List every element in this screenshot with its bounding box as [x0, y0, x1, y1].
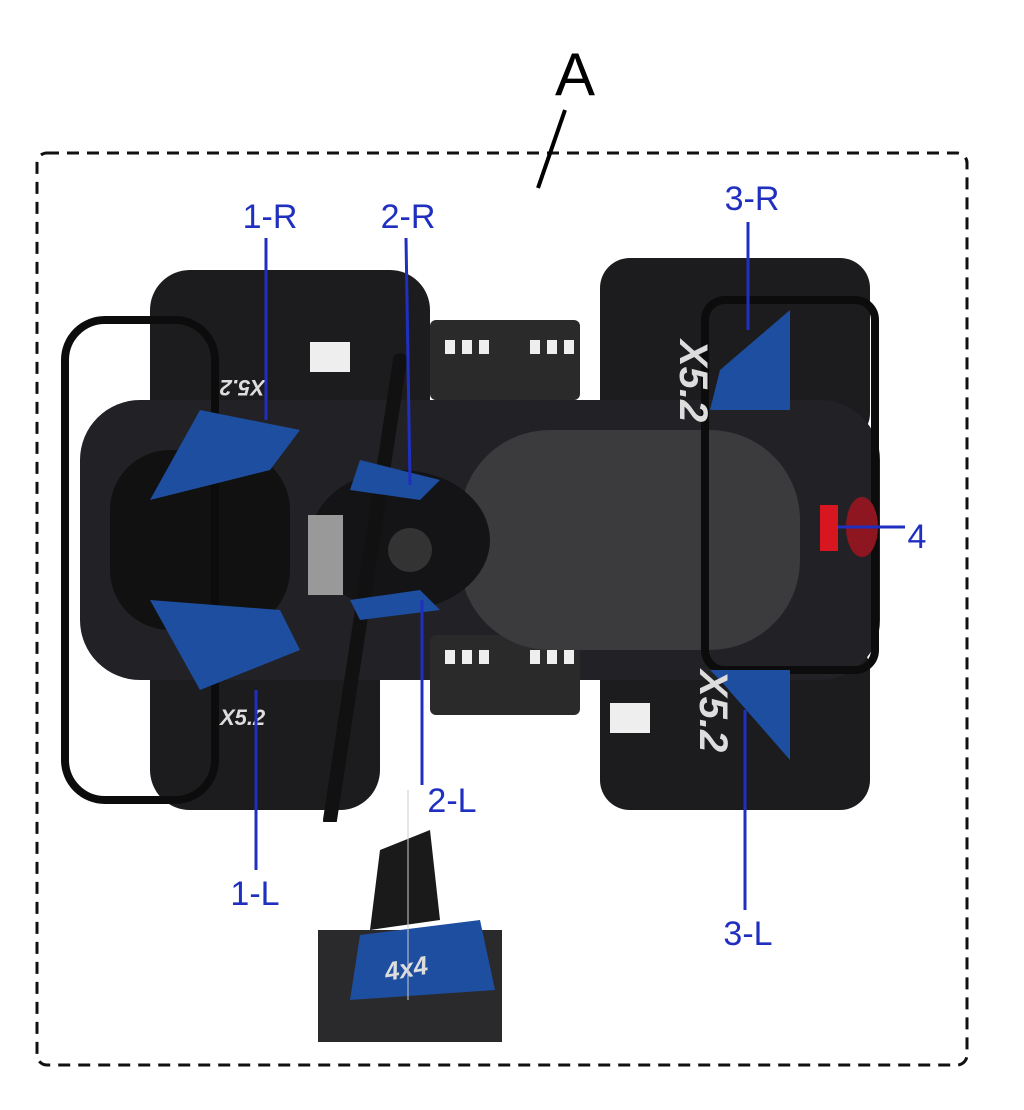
- rear-left-fender: [600, 640, 870, 810]
- callout-3r: 3-R: [725, 180, 780, 330]
- callout-1r: 1-R: [243, 198, 298, 420]
- view-a-frame: [35, 151, 969, 1067]
- svg-text:1-L: 1-L: [230, 875, 279, 913]
- decal-2l: [350, 590, 440, 620]
- svg-text:2-R: 2-R: [381, 198, 436, 236]
- callout-2r: 2-R: [381, 198, 436, 486]
- atv-body: X5.2 X5.2 X5.2 X5.2: [61, 258, 880, 827]
- svg-text:X5.2: X5.2: [671, 338, 715, 422]
- inset-photo-front-panel: 4x4: [318, 790, 502, 1042]
- front-right-fender: [150, 270, 430, 440]
- decal-2r: [350, 460, 440, 500]
- svg-text:X5.2: X5.2: [218, 705, 266, 730]
- decal-3r: [710, 310, 790, 410]
- svg-text:3-L: 3-L: [723, 915, 772, 953]
- decal-1r: [150, 410, 300, 500]
- view-a-leader: [536, 109, 567, 189]
- seat: [460, 430, 800, 650]
- decal-1l: [150, 600, 300, 690]
- svg-text:4: 4: [908, 518, 927, 556]
- svg-text:3-R: 3-R: [725, 180, 780, 218]
- callout-2l: 2-L: [420, 600, 477, 820]
- svg-text:X5.2: X5.2: [691, 668, 735, 752]
- front-rack: [61, 316, 219, 804]
- decal-text: X5.2: [219, 375, 267, 400]
- online-plate-sticker: [820, 505, 838, 551]
- view-label-a: A: [555, 41, 595, 108]
- handlebar: [323, 353, 407, 827]
- callout-3l: 3-L: [723, 710, 773, 953]
- svg-text:2-L: 2-L: [427, 782, 476, 820]
- instrument-display: [308, 515, 343, 595]
- decal-3l: [710, 670, 790, 760]
- rear-right-fender: [600, 258, 870, 443]
- callout-4: 4: [838, 518, 926, 556]
- callout-1l: 1-L: [230, 690, 280, 913]
- svg-text:1-R: 1-R: [243, 198, 298, 236]
